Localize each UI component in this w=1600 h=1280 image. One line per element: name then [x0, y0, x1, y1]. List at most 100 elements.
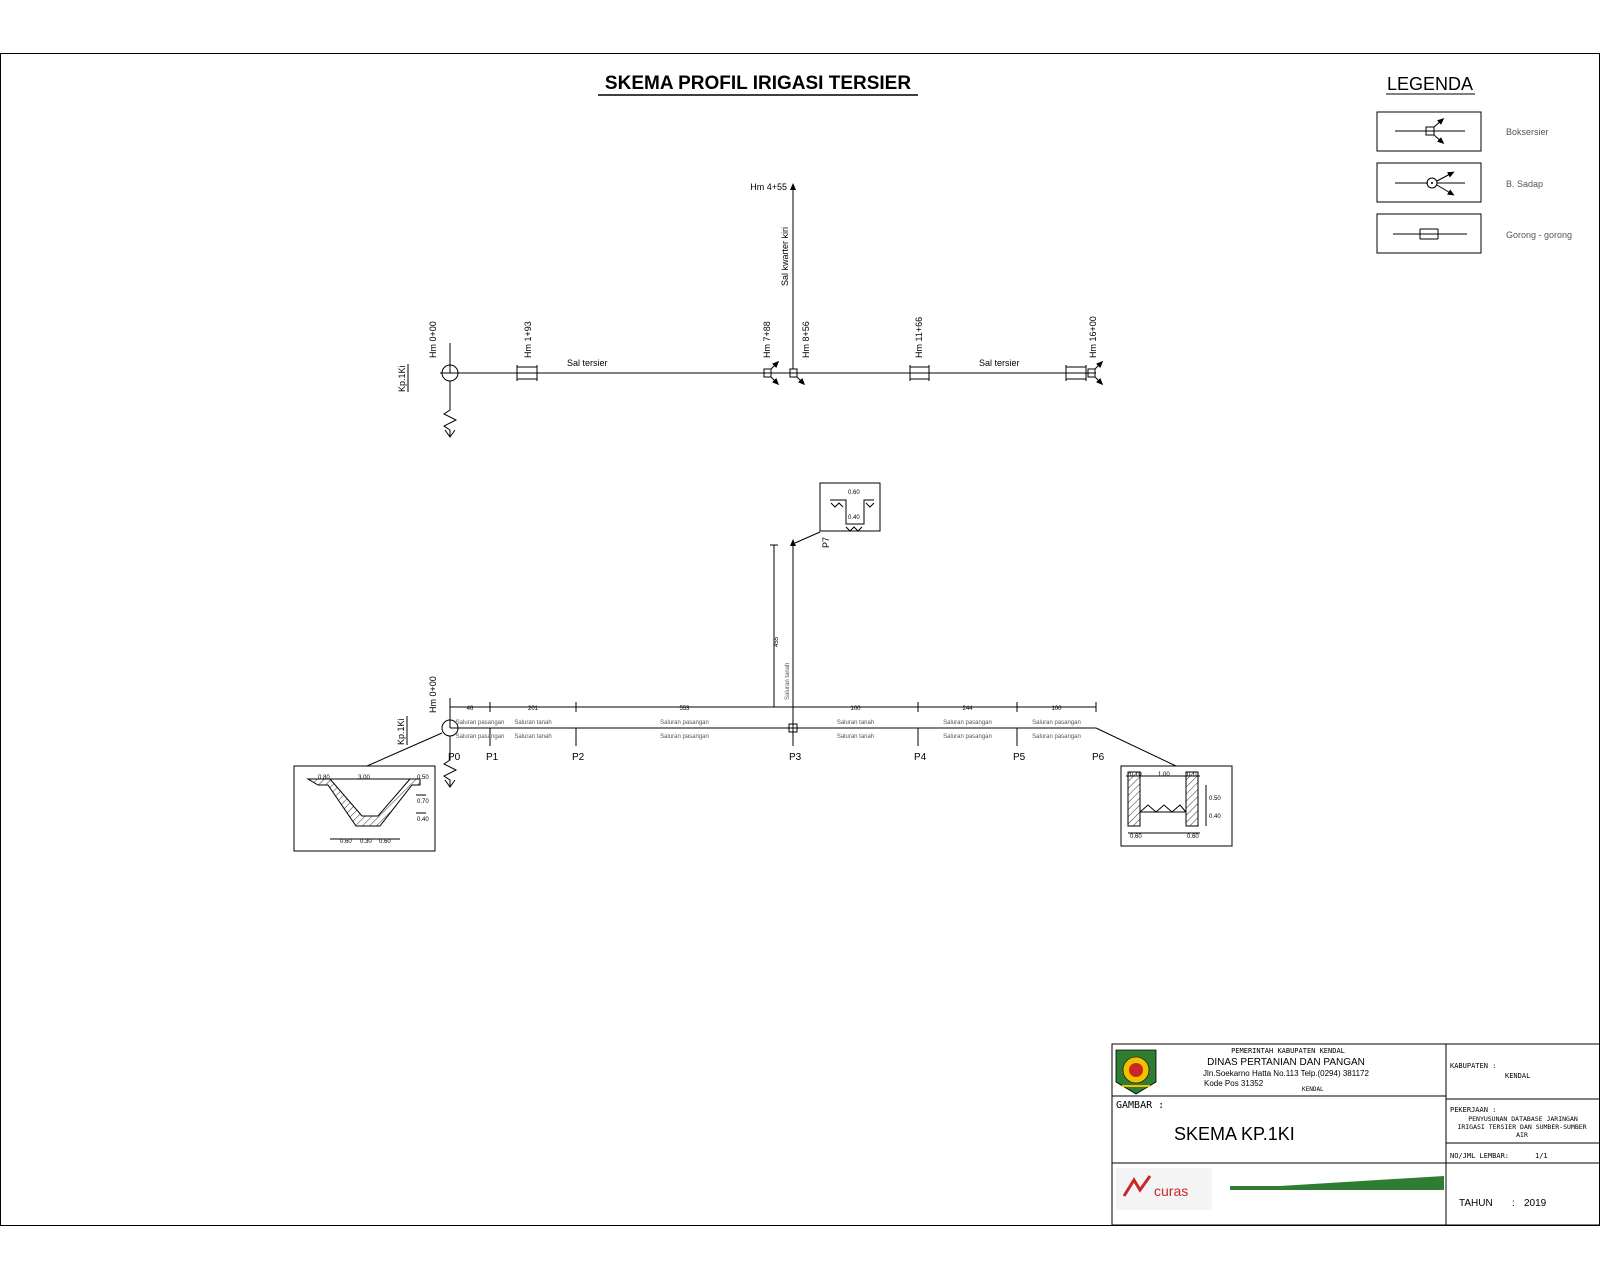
segment-note-upper: Saluran tanah	[514, 720, 551, 726]
segment-note-lower: Saluran tanah	[837, 734, 874, 740]
branch-note: Saluran tanah	[785, 663, 791, 700]
branch-end-label: Hm 4+55	[750, 182, 787, 192]
legend-box-3	[1376, 213, 1482, 254]
sec-left-top: 3.00	[358, 775, 370, 781]
legend-heading: LEGENDA	[1387, 74, 1473, 94]
sec-branch-top: 0.60	[848, 490, 860, 496]
sec-right-h1: 0.50	[1209, 796, 1221, 802]
tb-pekerjaan-label: PEKERJAAN :	[1450, 1106, 1496, 1114]
sheet-border	[0, 53, 1600, 1226]
point-label-P0: P0	[448, 752, 461, 763]
station-hm-11-66: Hm 11+66	[914, 317, 924, 358]
point-label-P7: P7	[821, 537, 831, 548]
tb-address: Jln.Soekarno Hatta No.113 Telp.(0294) 38…	[1203, 1069, 1369, 1078]
tb-kabupaten-label: KABUPATEN :	[1450, 1062, 1496, 1070]
tb-sheet-value: 1/1	[1535, 1152, 1548, 1160]
sec-branch-bottom: 0.40	[848, 515, 860, 521]
quarter-channel-label: Sal kwarter kiri	[780, 227, 790, 286]
culvert-symbol-icon	[1393, 228, 1467, 240]
box-tersier-icon	[789, 368, 806, 386]
segment-length: 553	[679, 706, 690, 712]
cross-section-left: 3.00 0.80 0.50 0.70 0.40 0.60 0.30 0.60	[293, 765, 436, 852]
sec-left-side-left: 0.80	[318, 775, 330, 781]
water-flow-icon	[443, 381, 458, 436]
box-tersier-icon	[1087, 360, 1104, 386]
culvert-icon	[516, 365, 538, 381]
consultant-logo: curas	[1116, 1168, 1444, 1210]
point-label-P5: P5	[1013, 752, 1026, 763]
point-label-P1: P1	[486, 752, 499, 763]
tb-agency: DINAS PERTANIAN DAN PANGAN	[1207, 1057, 1365, 1068]
segment-length: 201	[528, 706, 539, 712]
consultant-name: curas	[1154, 1183, 1188, 1199]
tb-city: KENDAL	[1302, 1086, 1324, 1093]
title-block-frame	[1111, 1043, 1600, 1226]
box-tersier-symbol-icon	[1395, 118, 1465, 144]
tb-pekerjaan-1: PENYUSUNAN DATABASE JARINGAN	[1468, 1115, 1578, 1123]
segment-note-upper: Saluran pasangan	[1032, 720, 1081, 726]
tb-tahun-label: TAHUN	[1459, 1198, 1493, 1209]
segment-length: 100	[1051, 706, 1062, 712]
sec-left-bottom-3: 0.60	[379, 839, 391, 845]
tb-postcode: Kode Pos 31352	[1204, 1079, 1264, 1088]
point-label-P3: P3	[789, 752, 802, 763]
sec-right-bottom-1: 0.60	[1130, 834, 1142, 840]
culvert-icon	[1065, 365, 1087, 381]
segment-note-upper: Saluran pasangan	[943, 720, 992, 726]
tb-gambar-value: SKEMA KP.1KI	[1174, 1124, 1295, 1144]
tb-kabupaten-value: KENDAL	[1505, 1072, 1530, 1080]
station-hm-7-88: Hm 7+88	[762, 321, 772, 358]
sec-right-top-1: 0.10	[1130, 772, 1142, 778]
bottom-scheme: Kp.1Ki Hm 0+00 46 201 553 100 244 100 455 Sal…	[293, 482, 1233, 852]
sec-left-side-right: 0.50	[417, 775, 429, 781]
station-hm-0-00: Hm 0+00	[428, 321, 438, 358]
legend-box-2	[1376, 162, 1482, 203]
legend-label-1: Boksersier	[1506, 127, 1549, 137]
legend-box-1	[1376, 111, 1482, 152]
tb-gov: PEMERINTAH KABUPATEN KENDAL	[1231, 1047, 1345, 1055]
station-hm-1-93: Hm 1+93	[523, 321, 533, 358]
segment-note-lower: Saluran pasangan	[456, 734, 505, 740]
source-label-top: Kp.1Ki	[397, 365, 407, 392]
channel-label-1: Sal tersier	[567, 358, 608, 368]
culvert-icon	[909, 365, 930, 381]
sec-left-h2: 0.40	[417, 817, 429, 823]
point-label-P6: P6	[1092, 752, 1105, 763]
sec-right-h2: 0.40	[1209, 814, 1221, 820]
legend-label-2: B. Sadap	[1506, 179, 1543, 189]
station-hm-8-56: Hm 8+56	[801, 321, 811, 358]
cross-section-right: 0.10 1.00 0.10 0.50 0.40 0.60 0.60	[1120, 765, 1233, 847]
sec-left-h1: 0.70	[417, 799, 429, 805]
branch-length: 455	[774, 636, 780, 647]
segment-length: 100	[850, 706, 861, 712]
tb-pekerjaan-3: AIR	[1516, 1131, 1528, 1139]
segment-length: 244	[962, 706, 973, 712]
channel-label-2: Sal tersier	[979, 358, 1020, 368]
legend-label-3: Gorong - gorong	[1506, 230, 1572, 240]
sec-left-bottom-2: 0.30	[360, 839, 372, 845]
segment-length: 46	[467, 706, 474, 712]
tb-tahun-value: 2019	[1524, 1198, 1547, 1209]
sec-left-bottom-1: 0.60	[340, 839, 352, 845]
segment-note-lower: Saluran pasangan	[943, 734, 992, 740]
segment-note-lower: Saluran pasangan	[1032, 734, 1081, 740]
water-flow-icon	[443, 736, 458, 786]
tb-sheet-label: NO/JML LEMBAR:	[1450, 1152, 1509, 1160]
sec-right-top-2: 1.00	[1158, 772, 1170, 778]
top-scheme: Kp.1Ki Hm 0+00 Hm 1+93 Hm 7+88 Hm 8+56 H…	[397, 182, 1104, 438]
segment-note-lower: Saluran tanah	[514, 734, 551, 740]
sec-right-top-3: 0.10	[1187, 772, 1199, 778]
cross-section-branch: 0.60 0.40	[819, 482, 881, 532]
drawing-title: SKEMA PROFIL IRIGASI TERSIER	[605, 73, 911, 94]
point-label-P2: P2	[572, 752, 585, 763]
tb-gambar-label: GAMBAR :	[1116, 1100, 1164, 1111]
station-label-bottom: Hm 0+00	[428, 676, 438, 713]
sec-right-bottom-2: 0.60	[1187, 834, 1199, 840]
tb-pekerjaan-2: IRIGASI TERSIER DAN SUMBER-SUMBER	[1457, 1123, 1586, 1131]
legend: LEGENDA Boksersier B. Sadap Go	[1376, 74, 1572, 254]
segment-note-upper: Saluran pasangan	[660, 720, 709, 726]
box-tersier-icon	[763, 360, 780, 386]
source-label-bottom: Kp.1Ki	[396, 718, 406, 745]
box-sadap-symbol-icon	[1395, 171, 1465, 196]
